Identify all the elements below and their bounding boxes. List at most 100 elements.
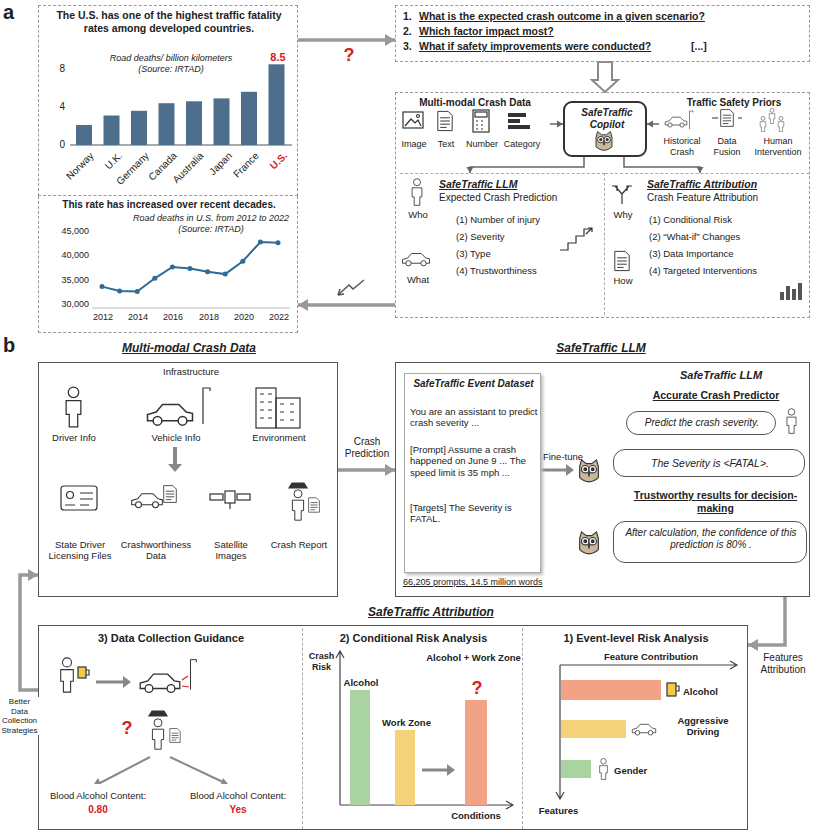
panel-b-icons-part [148, 405, 193, 426]
panel-a-icons-part-part [798, 283, 802, 300]
trend-icon-part [338, 289, 344, 295]
panel-b-icons-part [203, 388, 210, 424]
node-box: This rate has increased over recent deca… [38, 196, 298, 333]
connector [748, 597, 785, 651]
line-chart-part-part [170, 265, 175, 270]
node-text: You are an assistant to predict crash se… [410, 406, 538, 429]
panel-a-icons-part-part [792, 289, 796, 300]
trend-icon [338, 280, 364, 295]
attribution-icons-part [94, 778, 228, 784]
node-text: Multi-modal Crash Data [401, 97, 549, 109]
node-text: 2014 [123, 312, 153, 323]
panel-b-icons-part [132, 494, 163, 508]
bar-chart-part [70, 145, 292, 146]
node-text: SafeTraffic Attribution [281, 605, 581, 619]
node-box: SafeTraffic Event DatasetYou are an assi… [404, 373, 541, 573]
edge-label: Features Attribution [751, 652, 815, 676]
node-text: Aggressive Driving [663, 715, 743, 738]
panel-a-icons-part-part [508, 113, 526, 117]
attribution-icons-part [182, 676, 189, 687]
bar-chart-part [131, 111, 147, 145]
arrow-head [647, 121, 653, 128]
panel-a-icons-part [612, 186, 632, 204]
panel-b-icons-part [237, 494, 250, 500]
node-box: Multi-modal Crash DataImageTextNumberCat… [395, 92, 810, 318]
node-text: Features [531, 805, 586, 816]
node-box: SafeTraffic LLMExpected Crash Prediction… [400, 173, 605, 315]
node-text: Historical Crash [659, 136, 705, 158]
attribution-icons-part [350, 690, 370, 805]
node-text: Category [498, 139, 546, 150]
panel-b-icons-part [66, 387, 81, 427]
node-text: ? [467, 678, 487, 700]
node-text: 2022 [264, 312, 294, 323]
node-text: 45,000 [41, 226, 89, 237]
node-text: [...] [691, 40, 731, 53]
connector [20, 569, 38, 690]
node-text: Multi-modal Crash Data [61, 341, 317, 355]
trend-icon-part [338, 280, 364, 295]
panel-b-icons-part [256, 388, 276, 428]
node-text: [Targets] The Severity is FATAL. [410, 502, 538, 525]
node-text: 1. [403, 10, 419, 23]
node-text: Satellite Images [199, 539, 263, 562]
connector-line [298, 38, 395, 42]
panel-a-icons-part [417, 115, 420, 118]
line-chart-part-part [100, 284, 105, 289]
node-text: Conditions [441, 810, 511, 821]
node-text: Gender [614, 765, 669, 776]
panel-a-icons-part-part [780, 292, 784, 300]
node-text: 0.80 [43, 804, 153, 816]
attribution-icons-part [61, 658, 74, 692]
connector [592, 62, 618, 92]
panel-a-icons-part [769, 108, 775, 123]
attribution-icons-part [140, 674, 180, 692]
attribution-icons-part [86, 670, 89, 675]
node-text: Yes [179, 804, 297, 816]
attribution-icons-part [100, 757, 225, 783]
node-box: Traffic Safety PriorsHistorical CrashDat… [659, 96, 809, 164]
node-text: 35,000 [41, 275, 89, 286]
node-text: Blood Alcohol Content: [179, 790, 297, 801]
connector-line [298, 303, 395, 307]
panel-b-icons-part [289, 483, 307, 488]
node-text: Accurate Crash Predictor [631, 389, 801, 402]
node-text: Norway [64, 150, 96, 182]
attribution-icons-part [561, 760, 591, 778]
node-box: SafeTraffic Copilot [563, 101, 647, 157]
panel-b-icons-part [787, 409, 796, 434]
line-chart-part-part [258, 240, 263, 245]
node-text: Predict the crash severity. [632, 417, 772, 429]
node-box: 3) Data Collection GuidanceBlood Alcohol… [41, 628, 303, 829]
panel-a-icons-part [665, 117, 687, 127]
node-text: 4 [53, 101, 65, 113]
connector [467, 157, 585, 173]
panel-b-icons-part [260, 394, 294, 420]
node-text: SafeTraffic Copilot [569, 107, 645, 131]
connector-line [624, 157, 700, 173]
node-text: Data Fusion [705, 136, 749, 158]
attribution-icons-part [447, 764, 455, 776]
label-text: a [3, 0, 23, 24]
panel-a-icons-part [721, 110, 734, 127]
node-text: 2018 [194, 312, 224, 323]
node-text: Blood Alcohol Content: [43, 790, 153, 801]
arrow-head [298, 299, 308, 311]
panel-a-icons-part-part [786, 286, 790, 300]
edge-label: Crash Prediction [339, 436, 395, 460]
node-box: 1.What is the expected crash outcome in … [395, 5, 810, 62]
node-box: 1) Event-level Risk AnalysisFeature Cont… [523, 628, 747, 829]
panel-b-icons-part [580, 532, 599, 554]
node-text: 8.5 [267, 51, 289, 64]
attribution-icons-part [422, 769, 448, 772]
bar-chart-part [159, 103, 175, 145]
connector [338, 464, 395, 476]
panel-b-icons-part [164, 486, 177, 503]
panel-a-icons-part [412, 179, 422, 206]
node-text: Traffic Safety Priors [661, 97, 807, 109]
node-text: The U.S. has one of the highest traffic … [46, 9, 292, 34]
attribution-icons-part [123, 676, 131, 688]
node-box: Multi-modal Crash DataImageTextNumberCat… [400, 96, 550, 164]
attribution-icons-part [561, 680, 661, 700]
panel-b-icons-part [292, 490, 303, 520]
